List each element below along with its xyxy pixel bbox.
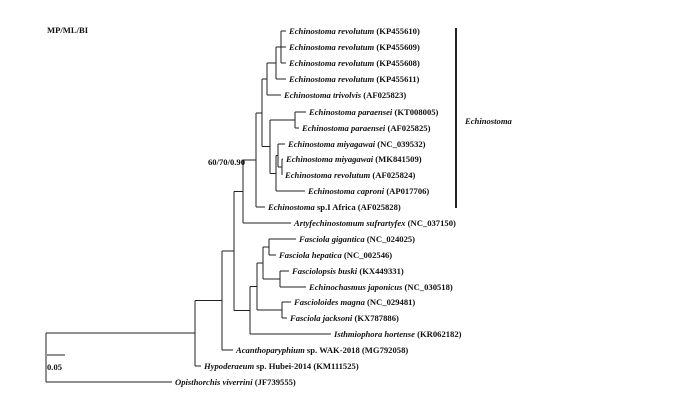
taxon-label: Fascioloides magna (NC_029481)	[293, 297, 415, 307]
accession-number: (KR062182)	[415, 329, 462, 339]
accession-number: (AF025823)	[361, 90, 406, 100]
species-name: Opisthorchis viverrini	[175, 377, 253, 387]
accession-number: (AF025824)	[370, 170, 415, 180]
species-name: Echinostoma revolutum	[288, 74, 375, 84]
taxon-label: Echinostoma revolutum (KP455609)	[288, 42, 420, 52]
species-name: Echinostoma caproni	[307, 186, 385, 196]
species-name: Echinostoma paraensei	[301, 123, 386, 133]
accession-number: (KP455611)	[374, 74, 419, 84]
species-name: Fasciola hepatica	[278, 250, 342, 260]
accession-number: (NC_037150)	[405, 218, 456, 228]
taxon-label: Echinostoma revolutum (KP455608)	[288, 58, 420, 68]
taxon-label: Acanthoparyphium sp. WAK-2018 (MG792058)	[235, 345, 408, 355]
taxon-label: Echinochasmus japonicus (NC_030518)	[308, 282, 453, 292]
accession-number: sp. WAK-2018 (MG792058)	[305, 345, 409, 355]
accession-number: (NC_002546)	[342, 250, 393, 260]
species-name: Fasciolopsis buski	[291, 266, 358, 276]
taxon-label: Artyfechinostomum sufrartyfex (NC_037150…	[293, 218, 456, 228]
accession-number: (JF739555)	[253, 377, 296, 387]
species-name: Echinostoma revolutum	[288, 26, 375, 36]
species-name: Echinostoma miyagawai	[285, 154, 374, 164]
accession-number: (KP455609)	[374, 42, 420, 52]
accession-number: (KT008005)	[392, 107, 438, 117]
clade-label: Echinostoma	[464, 116, 513, 126]
species-name: Echinostoma paraensei	[308, 107, 393, 117]
species-name: Artyfechinostomum sufrartyfex	[293, 218, 406, 228]
accession-number: (KX787886)	[352, 313, 399, 323]
accession-number: (MK841509)	[373, 154, 422, 164]
node-support-label: 60/70/0.90	[208, 157, 245, 167]
accession-number: (KP455610)	[374, 26, 420, 36]
species-name: Fasciola jacksoni	[289, 313, 353, 323]
species-name: Isthmiophora hortense	[333, 329, 415, 339]
species-name: Echinostoma revolutum	[288, 58, 375, 68]
taxon-label: Echinostoma miyagawai (NC_039532)	[287, 139, 426, 149]
accession-number: (KX449331)	[357, 266, 404, 276]
taxon-label: Echinostoma revolutum (AF025824)	[284, 170, 415, 180]
species-name: Fasciola gigantica	[298, 234, 365, 244]
accession-number: (NC_024025)	[365, 234, 416, 244]
accession-number: (AF025825)	[385, 123, 430, 133]
scale-bar-label: 0.05	[47, 362, 62, 372]
species-name: Echinostoma miyagawai	[287, 139, 376, 149]
taxon-labels: Echinostoma revolutum (KP455610)Echinost…	[175, 26, 462, 387]
species-name: Hypoderaeum	[203, 361, 254, 371]
taxon-label: Isthmiophora hortense (KR062182)	[333, 329, 462, 339]
taxon-label: Echinostoma miyagawai (MK841509)	[285, 154, 422, 164]
species-name: Acanthoparyphium	[235, 345, 305, 355]
accession-number: sp.I Africa (AF025828)	[315, 202, 401, 212]
taxon-label: Hypoderaeum sp. Hubei-2014 (KM111525)	[203, 361, 359, 371]
accession-number: (NC_039532)	[375, 139, 426, 149]
taxon-label: Fasciola hepatica (NC_002546)	[278, 250, 392, 260]
taxon-label: Fasciola jacksoni (KX787886)	[289, 313, 399, 323]
accession-number: (NC_029481)	[365, 297, 416, 307]
taxon-label: Fasciolopsis buski (KX449331)	[291, 266, 404, 276]
accession-number: (KP455608)	[374, 58, 420, 68]
tree-branches	[45, 30, 331, 383]
taxon-label: Opisthorchis viverrini (JF739555)	[175, 377, 296, 387]
species-name: Echinostoma trivolvis	[283, 90, 362, 100]
species-name: Echinostoma revolutum	[284, 170, 371, 180]
taxon-label: Echinostoma trivolvis (AF025823)	[283, 90, 406, 100]
taxon-label: Fasciola gigantica (NC_024025)	[298, 234, 415, 244]
species-name: Echinostoma revolutum	[288, 42, 375, 52]
taxon-label: Echinostoma revolutum (KP455610)	[288, 26, 420, 36]
accession-number: (NC_030518)	[402, 282, 453, 292]
taxon-label: Echinostoma paraensei (KT008005)	[308, 107, 439, 117]
taxon-label: Echinostoma revolutum (KP455611)	[288, 74, 420, 84]
taxon-label: Echinostoma paraensei (AF025825)	[301, 123, 431, 133]
species-name: Echinostoma	[267, 202, 316, 212]
taxon-label: Echinostoma sp.I Africa (AF025828)	[267, 202, 401, 212]
taxon-label: Echinostoma caproni (AP017706)	[307, 186, 429, 196]
species-name: Echinochasmus japonicus	[308, 282, 403, 292]
accession-number: (AP017706)	[384, 186, 429, 196]
accession-number: sp. Hubei-2014 (KM111525)	[254, 361, 359, 371]
species-name: Fascioloides magna	[293, 297, 366, 307]
support-values-legend: MP/ML/BI	[47, 25, 89, 35]
